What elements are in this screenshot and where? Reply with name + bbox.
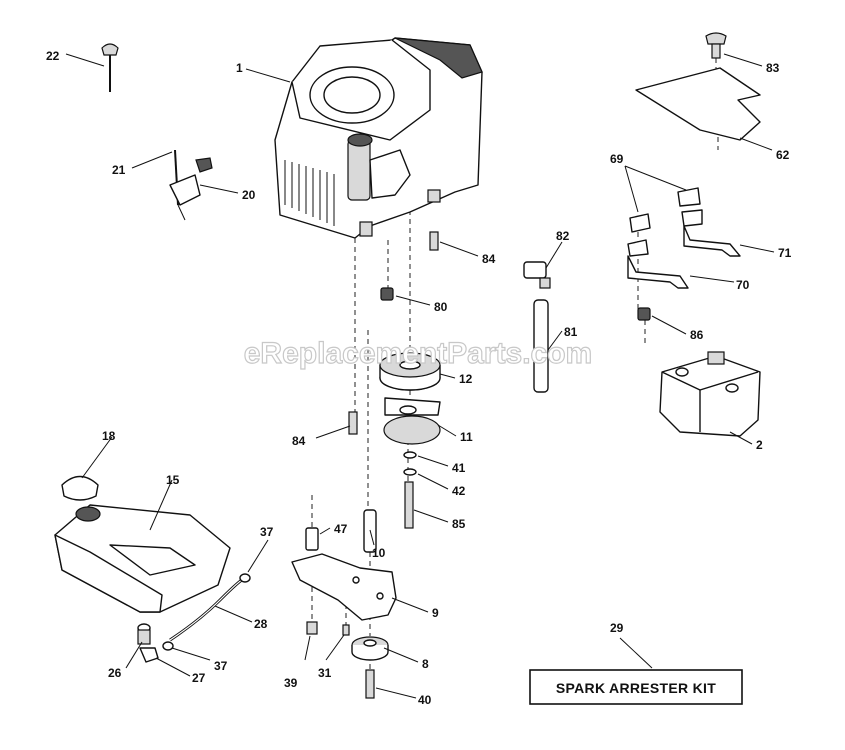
part-label-84-upper[interactable]: 84 [482, 252, 496, 266]
engine-illustration[interactable] [274, 37, 483, 239]
part-label-15[interactable]: 15 [166, 473, 180, 487]
part-label-11[interactable]: 11 [460, 430, 473, 444]
part-label-18[interactable]: 18 [102, 429, 116, 443]
spacer-47-illustration[interactable] [305, 527, 319, 551]
part-label-8[interactable]: 8 [422, 657, 429, 671]
part-label-20[interactable]: 20 [242, 188, 256, 202]
bolt-22-illustration[interactable] [101, 43, 119, 92]
fuel-filter-82-illustration[interactable] [523, 261, 551, 289]
bolt-84-lower-illustration[interactable] [348, 411, 358, 435]
hose-81-illustration[interactable] [533, 299, 549, 393]
gaskets-69-illustration[interactable] [627, 187, 703, 257]
part-label-80[interactable]: 80 [434, 300, 448, 314]
pin-31-illustration[interactable] [342, 624, 350, 636]
part-label-1[interactable]: 1 [236, 61, 243, 75]
part-label-71[interactable]: 71 [778, 246, 792, 260]
part-label-22[interactable]: 22 [46, 49, 60, 63]
muffler-2-illustration[interactable] [659, 351, 761, 437]
washers-41-42-illustration[interactable] [403, 451, 417, 476]
part-label-47[interactable]: 47 [334, 522, 348, 536]
bolt-83-illustration[interactable] [705, 32, 727, 59]
part-label-26[interactable]: 26 [108, 666, 122, 680]
part-label-70[interactable]: 70 [736, 278, 750, 292]
part-label-10[interactable]: 10 [372, 546, 386, 560]
part-label-28[interactable]: 28 [254, 617, 268, 631]
bolt-85-illustration[interactable] [404, 481, 414, 529]
clamp-37-lower-illustration[interactable] [162, 641, 174, 651]
nut-86-illustration[interactable] [637, 307, 651, 321]
nut-80-illustration[interactable] [380, 287, 394, 301]
clamp-37-upper-illustration[interactable] [239, 573, 251, 583]
heat-shield-62-illustration[interactable] [635, 67, 761, 141]
pulley-12-illustration[interactable] [379, 352, 441, 391]
idler-pulley-8-illustration[interactable] [351, 636, 389, 661]
part-label-12[interactable]: 12 [459, 372, 473, 386]
valve-26-illustration[interactable] [137, 623, 151, 645]
spark-arrester-kit-box[interactable]: SPARK ARRESTER KIT [529, 669, 743, 705]
watermark-text: eReplacementParts.com [244, 337, 593, 370]
part-label-85[interactable]: 85 [452, 517, 466, 531]
part-label-27[interactable]: 27 [192, 671, 206, 685]
part-label-37-upper[interactable]: 37 [260, 525, 274, 539]
part-label-2[interactable]: 2 [756, 438, 763, 452]
part-label-9[interactable]: 9 [432, 606, 439, 620]
fuel-line-28-illustration[interactable] [169, 576, 246, 642]
fuel-tank-15-illustration[interactable] [54, 504, 231, 613]
part-label-62[interactable]: 62 [776, 148, 790, 162]
fuel-cap-18-illustration[interactable] [61, 475, 99, 501]
part-label-39[interactable]: 39 [284, 676, 298, 690]
part-label-69[interactable]: 69 [610, 152, 624, 166]
bracket-9-illustration[interactable] [291, 553, 397, 621]
spark-arrester-kit-label: SPARK ARRESTER KIT [556, 680, 716, 696]
part-label-42[interactable]: 42 [452, 484, 466, 498]
part-label-81[interactable]: 81 [564, 325, 578, 339]
leader-lines [65, 53, 775, 699]
engine-cooling-fins [284, 160, 335, 226]
clutch-11-illustration[interactable] [383, 397, 441, 445]
part-label-86[interactable]: 86 [690, 328, 704, 342]
bolt-40-illustration[interactable] [365, 669, 375, 699]
throttle-control-illustration[interactable] [169, 149, 213, 221]
part-label-41[interactable]: 41 [452, 461, 466, 475]
part-label-21[interactable]: 21 [112, 163, 126, 177]
part-label-83[interactable]: 83 [766, 61, 780, 75]
part-label-29[interactable]: 29 [610, 621, 624, 635]
exhaust-pipe-70-illustration[interactable] [627, 255, 689, 289]
nut-39-illustration[interactable] [306, 621, 318, 635]
part-label-31[interactable]: 31 [318, 666, 332, 680]
part-label-82[interactable]: 82 [556, 229, 570, 243]
fitting-27-illustration[interactable] [139, 647, 159, 663]
part-number-labels: 1 2 8 9 10 11 12 15 18 20 21 22 26 27 28… [46, 49, 792, 707]
part-label-40[interactable]: 40 [418, 693, 432, 707]
exhaust-pipe-71-illustration[interactable] [683, 225, 741, 257]
part-label-84-lower[interactable]: 84 [292, 434, 306, 448]
bolt-84-upper-illustration[interactable] [429, 231, 439, 251]
part-label-37-lower[interactable]: 37 [214, 659, 228, 673]
